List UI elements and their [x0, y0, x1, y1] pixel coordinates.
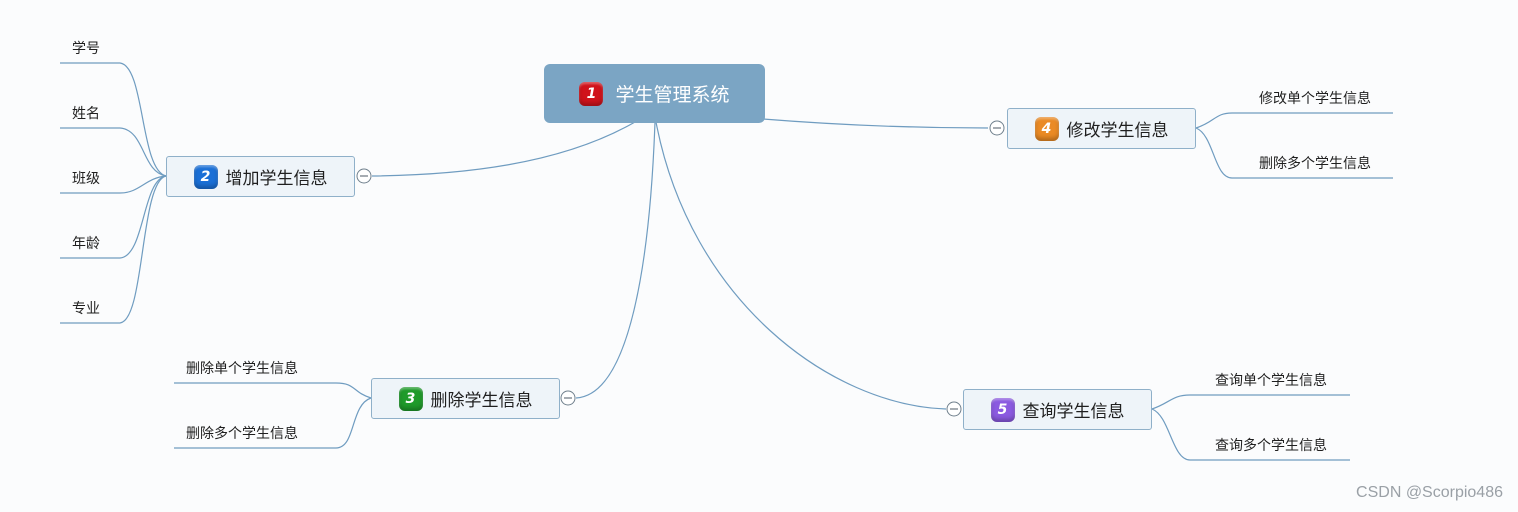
link-add-leaf-2: [60, 127, 167, 177]
collapse-toggle-query[interactable]: [946, 401, 962, 417]
leaf-query-multiple[interactable]: 查询多个学生信息: [1215, 438, 1327, 454]
branch-node-query[interactable]: 5 查询学生信息: [963, 389, 1152, 430]
link-root-to-delete: [575, 121, 656, 399]
branch-node-add[interactable]: 2 增加学生信息: [166, 156, 355, 197]
leaf-add-major[interactable]: 专业: [72, 301, 100, 317]
branch-label-add: 增加学生信息: [225, 169, 328, 189]
root-node[interactable]: 1 学生管理系统: [544, 64, 765, 123]
link-add-leaf-3: [60, 175, 167, 194]
branch-label-delete: 删除学生信息: [430, 391, 533, 411]
number-5-icon: 5: [990, 397, 1015, 422]
branch-node-modify[interactable]: 4 修改学生信息: [1007, 108, 1196, 149]
collapse-toggle-modify[interactable]: [989, 120, 1005, 136]
number-2-icon: 2: [193, 164, 218, 189]
leaf-modify-single[interactable]: 修改单个学生信息: [1259, 91, 1371, 107]
watermark-text: CSDN @Scorpio486: [1356, 484, 1503, 501]
leaf-delete-multiple[interactable]: 删除多个学生信息: [186, 426, 298, 442]
number-1-icon: 1: [579, 81, 604, 106]
leaf-add-age[interactable]: 年龄: [72, 236, 100, 252]
link-query-leaf-1: [1151, 394, 1350, 410]
link-add-leaf-5: [60, 175, 167, 324]
number-3-icon: 3: [398, 386, 423, 411]
link-query-leaf-2: [1151, 408, 1350, 461]
leaf-add-student-id[interactable]: 学号: [72, 41, 100, 57]
branch-label-query: 查询学生信息: [1022, 402, 1125, 422]
branch-label-modify: 修改学生信息: [1066, 121, 1169, 141]
link-del-leaf-2: [174, 397, 372, 449]
link-root-to-add: [371, 121, 636, 177]
leaf-query-single[interactable]: 查询单个学生信息: [1215, 373, 1327, 389]
branch-node-delete[interactable]: 3 删除学生信息: [371, 378, 560, 419]
leaf-modify-multiple[interactable]: 删除多个学生信息: [1259, 156, 1371, 172]
collapse-toggle-add[interactable]: [356, 168, 372, 184]
leaf-add-class[interactable]: 班级: [72, 171, 100, 187]
link-mod-leaf-2: [1195, 127, 1393, 179]
link-root-to-modify: [762, 118, 989, 129]
link-add-leaf-1: [60, 62, 167, 177]
leaf-delete-single[interactable]: 删除单个学生信息: [186, 361, 298, 377]
number-4-icon: 4: [1034, 116, 1059, 141]
collapse-toggle-delete[interactable]: [560, 390, 576, 406]
root-label: 学生管理系统: [615, 84, 730, 106]
link-mod-leaf-1: [1195, 112, 1393, 129]
link-del-leaf-1: [174, 382, 372, 399]
link-root-to-query: [655, 121, 947, 410]
link-add-leaf-4: [60, 175, 167, 259]
leaf-add-name[interactable]: 姓名: [72, 106, 100, 122]
